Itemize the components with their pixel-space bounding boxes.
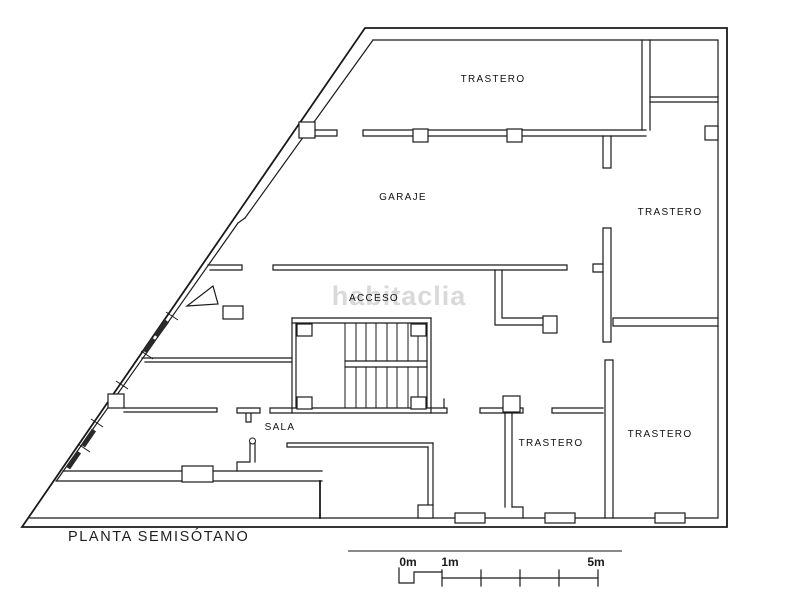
wall-column [107, 393, 125, 409]
stair-column [296, 323, 313, 337]
plan-title: PLANTA SEMISÓTANO [68, 528, 249, 545]
scale-label-0m: 0m [399, 555, 416, 569]
window-hatch [65, 319, 170, 470]
room-label-garaje: GARAJE [379, 192, 427, 203]
wall-column [506, 128, 523, 143]
scale-bar: 0m 1m 5m [348, 550, 622, 587]
scale-label-5m: 5m [587, 555, 604, 569]
right-storage-walls [592, 227, 719, 519]
room-label-trastero-top: TRASTERO [461, 74, 526, 85]
wall-column [542, 315, 558, 334]
scale-label-1m: 1m [441, 555, 458, 569]
room-labels: TRASTERO GARAJE TRASTERO ACCESO SALA TRA… [265, 74, 703, 449]
window-box [544, 512, 576, 524]
stair-treads [355, 323, 419, 408]
scale-ticks [441, 569, 599, 587]
wall-column [298, 121, 316, 139]
windows [181, 465, 686, 524]
room-label-trastero-bottom-middle: TRASTERO [519, 438, 584, 449]
wall-column [502, 395, 521, 413]
window-box [181, 465, 214, 483]
stair-column [296, 396, 313, 410]
diagonal-wall-features [65, 121, 316, 470]
door-swing [185, 284, 219, 307]
wall-column [412, 128, 429, 143]
garage-walls [314, 39, 719, 169]
stairs [269, 317, 448, 414]
room-label-trastero-bottom-right: TRASTERO [628, 429, 693, 440]
window-box [454, 512, 486, 524]
window-box [654, 512, 686, 524]
watermark-text: habitaclia [332, 281, 467, 311]
room-label-trastero-right: TRASTERO [638, 207, 703, 218]
room-label-acceso: ACCESO [349, 293, 399, 304]
wall-column [222, 305, 244, 320]
stair-column [410, 323, 427, 337]
stair-column [410, 396, 427, 410]
scale-ruler [398, 567, 599, 584]
outer-walls [20, 27, 728, 528]
room-label-sala: SALA [265, 422, 296, 433]
acceso-walls [207, 264, 568, 334]
wall-column [704, 125, 719, 141]
door-hinge [249, 437, 256, 445]
bottom-storage-walls [443, 395, 604, 519]
wall-step [417, 504, 434, 519]
sala-walls [107, 357, 434, 519]
wall-ticks [77, 311, 179, 453]
